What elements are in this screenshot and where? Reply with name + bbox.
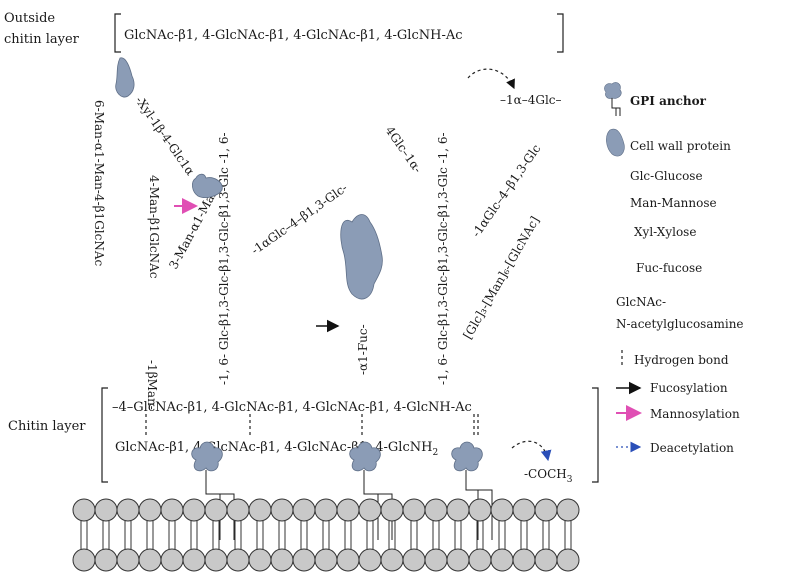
vertical-beta-man: -1βMan- bbox=[145, 360, 159, 410]
outside-right-bracket bbox=[557, 13, 564, 53]
protein-top-left bbox=[115, 57, 135, 98]
lipid-head bbox=[160, 498, 184, 522]
legend-xyl: Xyl-Xylose bbox=[634, 225, 696, 239]
man-beta-glcnac: 4-Man-β1GlcNAc bbox=[147, 175, 161, 279]
outside-label-line2: chitin layer bbox=[4, 32, 80, 47]
legend-fuc: Fuc-fucose bbox=[636, 261, 702, 275]
chitin-chain-upper: –4–GlcNAc-β1, 4-GlcNAc-β1, 4-GlcNAc-β1, … bbox=[112, 400, 472, 415]
lipid-head bbox=[468, 548, 492, 572]
lipid-head bbox=[314, 548, 338, 572]
lipid-head bbox=[94, 548, 118, 572]
alpha-4glc-label: –1α–4Glc– bbox=[500, 93, 562, 107]
legend-glcnac-2: N-acetylglucosamine bbox=[616, 317, 744, 331]
deacetylation-curve-arrow bbox=[511, 440, 552, 462]
lipid-head bbox=[556, 548, 580, 572]
lipid-head bbox=[292, 498, 316, 522]
lipid-head bbox=[226, 548, 250, 572]
lipid-head bbox=[446, 548, 470, 572]
lipid-head bbox=[402, 548, 426, 572]
legend-mannosylation: Mannosylation bbox=[650, 407, 740, 421]
legend-gpi-anchor: GPI anchor bbox=[630, 94, 707, 108]
lipid-head bbox=[490, 498, 514, 522]
dashed-curve-arrow-top bbox=[467, 68, 515, 90]
lipid-head bbox=[490, 548, 514, 572]
lipid-head bbox=[512, 498, 536, 522]
alpha-fuc: -α1-Fuc- bbox=[356, 324, 370, 375]
chitin-chain-lower: GlcNAc-β1, 4-GlcNAc-β1, 4-GlcNAc-β1, 4-G… bbox=[115, 440, 438, 458]
coch3-label: -COCH3 bbox=[524, 467, 573, 485]
gpi-anchor-icon bbox=[604, 82, 622, 116]
lipid-head bbox=[94, 498, 118, 522]
lipid-head bbox=[270, 498, 294, 522]
lipid-head bbox=[380, 548, 404, 572]
gpi-protein-2 bbox=[349, 441, 393, 540]
outside-chain: GlcNAc-β1, 4-GlcNAc-β1, 4-GlcNAc-β1, 4-G… bbox=[124, 28, 463, 43]
lipid-head bbox=[380, 498, 404, 522]
lipid-head bbox=[248, 548, 272, 572]
lipid-head bbox=[292, 548, 316, 572]
lipid-head bbox=[446, 498, 470, 522]
legend-deacetylation: Deacetylation bbox=[650, 441, 734, 455]
lipid-head bbox=[336, 548, 360, 572]
lipid-head bbox=[314, 498, 338, 522]
lipid-head bbox=[534, 548, 558, 572]
lipid-head bbox=[116, 548, 140, 572]
lipid-head bbox=[72, 498, 96, 522]
lipid-head bbox=[138, 548, 162, 572]
protein-small-mannose bbox=[192, 173, 223, 198]
lipid-head bbox=[204, 548, 228, 572]
lipid-head bbox=[72, 548, 96, 572]
chitin-left-bracket bbox=[101, 387, 108, 483]
lipid-head bbox=[336, 498, 360, 522]
legend-glc: Glc-Glucose bbox=[630, 169, 703, 183]
lipid-head bbox=[182, 498, 206, 522]
vertical-man-chain: 6-Man-α1-Man-4-β1GlcNAc bbox=[92, 100, 106, 267]
lipid-head bbox=[248, 498, 272, 522]
lipid-head bbox=[468, 498, 492, 522]
lipid-bilayer bbox=[72, 498, 580, 572]
glc-chain-left: -1, 6- Glc-β1,3-Glc-β1,3-Glc-β1,3-Glc -1… bbox=[217, 132, 231, 385]
lipid-head bbox=[182, 548, 206, 572]
protein-center-large bbox=[340, 214, 383, 300]
legend-hydrogen-bond: Hydrogen bond bbox=[634, 353, 729, 367]
legend-man: Man-Mannose bbox=[630, 196, 717, 210]
xyl-chain: -Xyl-1β-4-Glc1α bbox=[133, 94, 198, 178]
lipid-head bbox=[424, 548, 448, 572]
lipid-head bbox=[358, 498, 382, 522]
lipid-head bbox=[424, 498, 448, 522]
lipid-head bbox=[512, 548, 536, 572]
lipid-head bbox=[556, 498, 580, 522]
legend-glcnac-1: GlcNAc- bbox=[616, 295, 666, 309]
lipid-head bbox=[358, 548, 382, 572]
outside-left-bracket bbox=[114, 13, 121, 53]
cell-wall-protein-icon bbox=[606, 128, 625, 157]
chitin-layer-label: Chitin layer bbox=[8, 419, 86, 434]
glc-chain-right: -1, 6- Glc-β1,3-Glc-β1,3-Glc-β1,3-Glc -1… bbox=[436, 132, 450, 385]
lipid-head bbox=[402, 498, 426, 522]
lipid-head bbox=[270, 548, 294, 572]
glc-alpha: 4Glc–1α- bbox=[383, 124, 425, 176]
lipid-head bbox=[534, 498, 558, 522]
legend-fucosylation: Fucosylation bbox=[650, 381, 728, 395]
lipid-head bbox=[204, 498, 228, 522]
lipid-head bbox=[226, 498, 250, 522]
legend-cell-wall-protein: Cell wall protein bbox=[630, 139, 731, 153]
lipid-head bbox=[160, 548, 184, 572]
outside-label-line1: Outside bbox=[4, 11, 55, 26]
gpi-protein-3 bbox=[451, 441, 493, 540]
legend: GPI anchor Cell wall protein Glc-Glucose… bbox=[604, 82, 744, 455]
alpha-glc-left: -1αGlc–4–β1,3-Glc- bbox=[249, 181, 350, 258]
chitin-right-bracket bbox=[592, 387, 599, 483]
lipid-head bbox=[138, 498, 162, 522]
lipid-head bbox=[116, 498, 140, 522]
